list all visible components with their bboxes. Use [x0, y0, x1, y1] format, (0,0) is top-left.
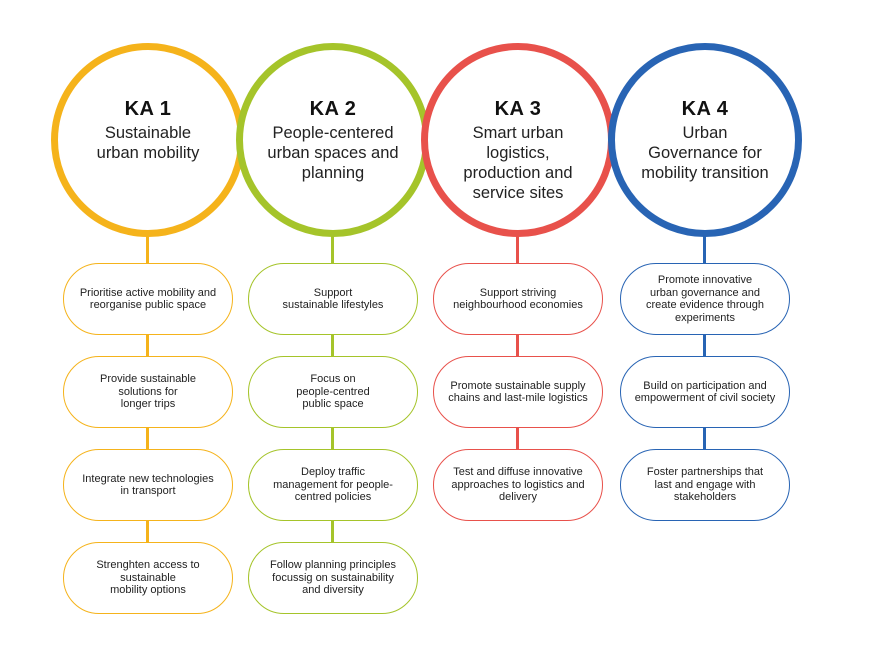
- ka4-action-1: Promote innovative urban governance and …: [620, 263, 790, 335]
- ka2-action-1-text: Support sustainable lifestyles: [282, 286, 384, 312]
- ka3-action-1: Support striving neighbourhood economies: [433, 263, 603, 335]
- ka1-action-2: Provide sustainable solutions for longer…: [63, 356, 233, 428]
- ka4-action-3-text: Foster partnerships that last and engage…: [646, 466, 764, 504]
- ka1-action-3-text: Integrate new technologies in transport: [82, 472, 214, 498]
- ka2-column: KA 2 People-centered urban spaces and pl…: [233, 0, 433, 647]
- ka2-action-3-text: Deploy traffic management for people- ce…: [273, 466, 393, 504]
- ka4-action-2: Build on participation and empowerment o…: [620, 356, 790, 428]
- ka1-action-2-text: Provide sustainable solutions for longer…: [99, 373, 196, 411]
- ka2-action-2: Focus on people-centred public space: [248, 356, 418, 428]
- ka4-action-3: Foster partnerships that last and engage…: [620, 449, 790, 521]
- ka4-column: KA 4 Urban Governance for mobility trans…: [605, 0, 805, 647]
- ka3-action-1-text: Support striving neighbourhood economies: [453, 286, 583, 312]
- ka4-action-2-text: Build on participation and empowerment o…: [634, 379, 776, 405]
- ka4-circle: KA 4 Urban Governance for mobility trans…: [608, 43, 802, 237]
- ka4-action-1-text: Promote innovative urban governance and …: [645, 274, 765, 324]
- ka1-action-4: Strenghten access to sustainable mobilit…: [63, 542, 233, 614]
- ka2-code: KA 2: [309, 98, 357, 120]
- ka1-action-4-text: Strenghten access to sustainable mobilit…: [96, 559, 200, 597]
- ka3-action-2: Promote sustainable supply chains and la…: [433, 356, 603, 428]
- ka1-circle: KA 1 Sustainable urban mobility: [51, 43, 245, 237]
- ka1-code: KA 1: [124, 98, 172, 120]
- ka3-action-3: Test and diffuse innovative approaches t…: [433, 449, 603, 521]
- ka1-action-1: Prioritise active mobility and reorganis…: [63, 263, 233, 335]
- ka2-circle: KA 2 People-centered urban spaces and pl…: [236, 43, 430, 237]
- ka2-action-4: Follow planning principles focussig on s…: [248, 542, 418, 614]
- ka3-title: Smart urban logistics, production and se…: [463, 124, 573, 202]
- ka3-column: KA 3 Smart urban logistics, production a…: [418, 0, 618, 647]
- ka2-action-2-text: Focus on people-centred public space: [296, 373, 370, 411]
- ka2-action-3: Deploy traffic management for people- ce…: [248, 449, 418, 521]
- ka4-title: Urban Governance for mobility transition: [641, 124, 769, 182]
- ka2-title: People-centered urban spaces and plannin…: [267, 124, 399, 182]
- ka3-circle: KA 3 Smart urban logistics, production a…: [421, 43, 615, 237]
- ka3-action-2-text: Promote sustainable supply chains and la…: [448, 379, 588, 405]
- ka1-action-1-text: Prioritise active mobility and reorganis…: [79, 286, 217, 312]
- ka2-action-1: Support sustainable lifestyles: [248, 263, 418, 335]
- ka3-action-3-text: Test and diffuse innovative approaches t…: [451, 466, 585, 504]
- ka2-action-4-text: Follow planning principles focussig on s…: [270, 559, 396, 597]
- ka1-action-3: Integrate new technologies in transport: [63, 449, 233, 521]
- ka1-title: Sustainable urban mobility: [96, 124, 200, 162]
- ka4-code: KA 4: [681, 98, 729, 120]
- ka3-code: KA 3: [494, 98, 542, 120]
- ka1-column: KA 1 Sustainable urban mobility Prioriti…: [48, 0, 248, 647]
